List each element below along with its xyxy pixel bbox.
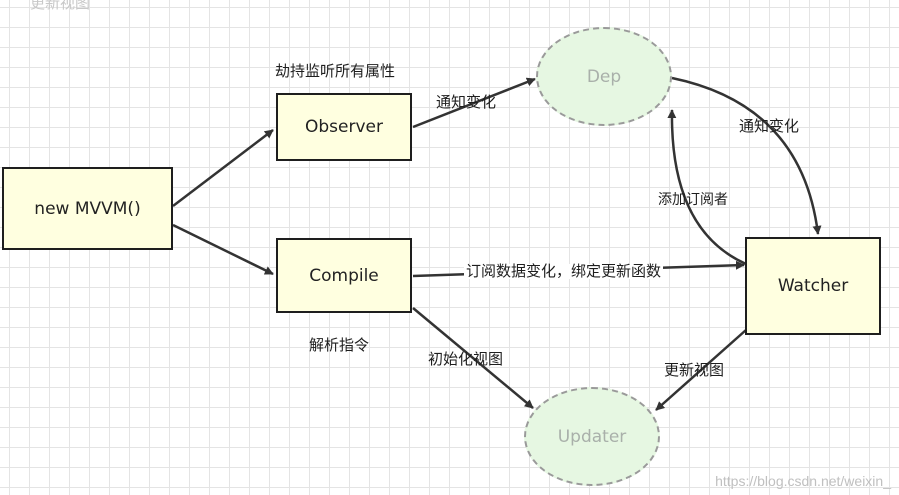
edge-watcher-dep [667,109,747,266]
node-observer-label: Observer [305,117,383,137]
node-compile-label: Compile [309,265,379,286]
label-update-view: 更新视图 [664,361,725,379]
node-new-mvvm: new MVVM() [2,167,173,250]
top-clipped-text: 更新视图 [30,0,91,12]
watermark: https://blog.csdn.net/weixin_ [715,473,891,489]
edge-observer-dep [412,77,536,129]
node-watcher: Watcher [745,237,881,335]
node-updater: Updater [524,387,660,486]
label-hijack: 劫持监听所有属性 [275,62,396,80]
label-add-subscriber: 添加订阅者 [658,192,728,208]
node-watcher-label: Watcher [777,276,849,296]
label-notify-observer-dep: 通知变化 [436,93,497,111]
label-notify-dep-watcher: 通知变化 [739,117,800,135]
edge-dep-watcher [671,76,822,235]
edge-watcher-updater [655,329,747,411]
label-subscribe: 订阅数据变化，绑定更新函数 [464,262,664,280]
edge-compile-updater [412,307,534,409]
node-compile: Compile [276,238,412,313]
node-updater-label: Updater [557,426,627,447]
node-dep-label: Dep [586,66,622,87]
node-new-mvvm-label: new MVVM() [34,198,141,219]
edge-mvvm-compile [172,223,274,276]
node-dep: Dep [536,27,672,126]
label-parse-directives: 解析指令 [309,336,370,354]
label-init-view: 初始化视图 [428,350,504,368]
node-observer: Observer [276,93,412,161]
edge-mvvm-observer [172,129,274,207]
